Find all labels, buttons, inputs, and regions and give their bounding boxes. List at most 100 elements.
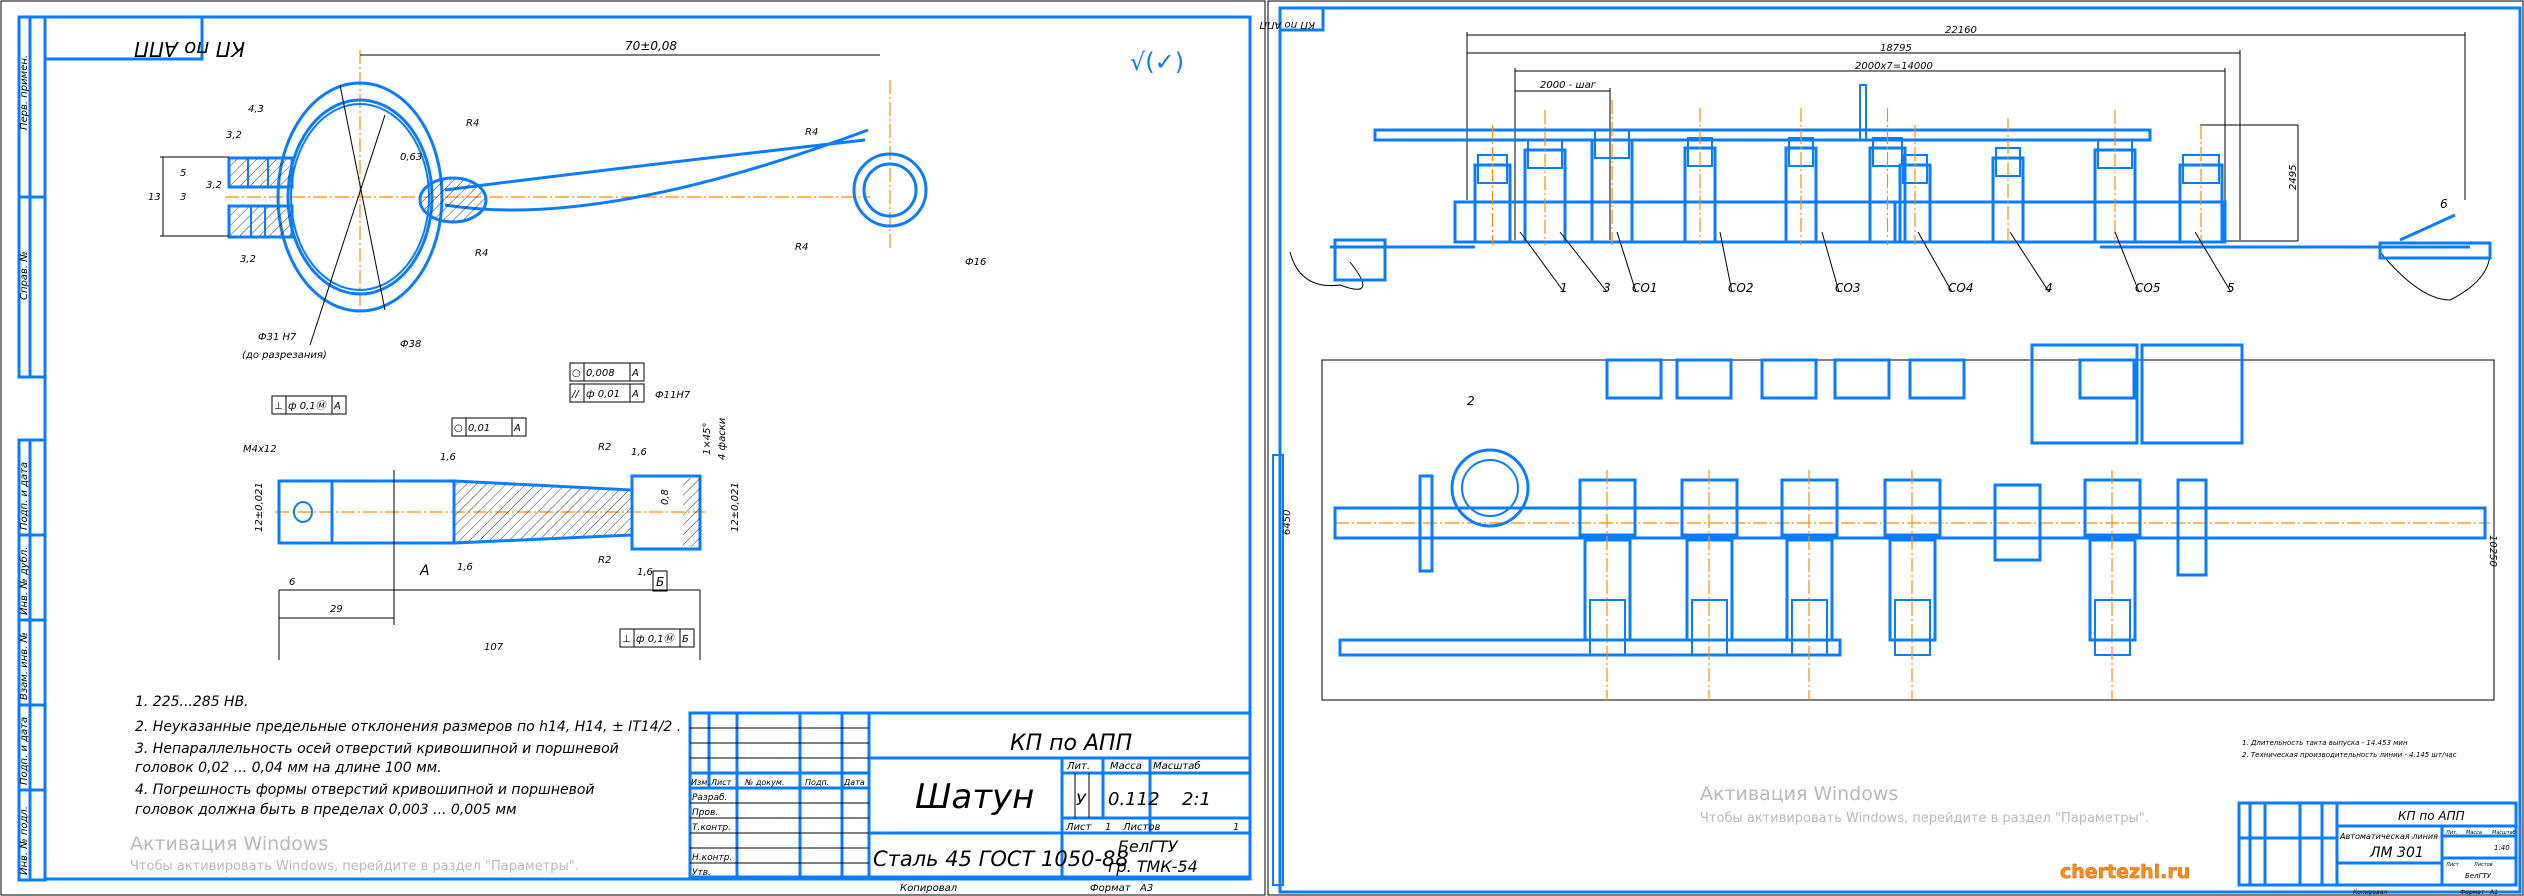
control-cabinet (1605, 358, 1663, 400)
position-label: 3 (1603, 281, 1611, 295)
dim-small-bore-side: Ф11H7 (655, 390, 691, 401)
dim-4-3: 4,3 (248, 104, 264, 115)
line-plan-view: 2 6450 10250 (1282, 343, 2498, 701)
machining-head (2083, 470, 2142, 700)
stamp-model: ЛМ 301 (2369, 845, 2424, 861)
position-label: СО5 (2135, 281, 2160, 295)
mirrored-title: КП по АПП (1259, 19, 1315, 30)
margin-label: Инв. № дубл. (18, 547, 30, 615)
dim-pitch: 2000 - шаг (1540, 80, 1597, 91)
line-elevation-view: 22160 18795 2000х7=14000 2000 - шаг 2495… (1289, 25, 2492, 301)
stamp-scale: 2:1 (1182, 789, 1211, 810)
dim-5: 5 (180, 168, 186, 179)
position-label: 5 (2227, 281, 2235, 295)
roughness-1-6: 1,6 (440, 452, 456, 463)
roughness-1-6: 1,6 (637, 567, 653, 578)
tolerance-cell: ○ (572, 368, 581, 379)
activation-title: Активация Windows (1700, 783, 1898, 805)
machine-unit (1473, 125, 1512, 245)
tolerance-cell: A (333, 401, 341, 412)
stamp-mass: 0.112 (1108, 789, 1160, 810)
control-cabinet (2078, 358, 2136, 400)
margin-label: Подп. и дата (19, 462, 30, 530)
dim-r4: R4 (466, 118, 479, 129)
machine-unit (1868, 108, 1907, 245)
roughness-3-2: 3,2 (206, 180, 222, 191)
lift-column (1859, 84, 1867, 141)
activation-subtitle: Чтобы активировать Windows, перейдите в … (130, 859, 579, 874)
windows-activation-watermark: Активация Windows Чтобы активировать Win… (130, 783, 2149, 874)
note-line: 4. Погрешность формы отверстий кривошипн… (135, 782, 595, 798)
tolerance-cell: 0,01 (468, 423, 490, 434)
stamp-role: Разраб. (692, 793, 727, 803)
leader-line (1559, 231, 1608, 293)
leader-line (1519, 231, 1565, 293)
stamp-role: Н.контр. (692, 853, 732, 863)
note-1: 1. Длительность такта выпуска - 14.453 м… (2242, 739, 2408, 747)
activation-title: Активация Windows (130, 833, 328, 855)
machine-unit (1784, 108, 1818, 245)
dim-r4: R4 (805, 127, 818, 138)
stamp-scale: 1:40 (2494, 844, 2510, 852)
position-label-6: 6 (2440, 197, 2448, 211)
stamp-header: Дата (843, 778, 865, 787)
stamp-sheet: 1 (1105, 822, 1111, 833)
stamp-header: № докум. (744, 778, 784, 787)
stamp-scale-label: Масштаб (2492, 830, 2516, 836)
note-2: 2. Техническая производительность линии … (2242, 751, 2457, 759)
turnover-unit (1993, 483, 2042, 562)
roughness-1-6: 1,6 (631, 447, 647, 458)
note-line: 3. Непараллельность осей отверстий криво… (135, 741, 619, 757)
right-frame (1278, 6, 2522, 894)
stamp-mass-label: Масса (2466, 830, 2482, 836)
stamp-scale-label: Масштаб (1153, 760, 1201, 772)
position-label-2: 2 (1467, 394, 1475, 408)
dim-r4: R4 (475, 248, 488, 259)
roughness-3-2: 3,2 (240, 254, 256, 265)
roughness-0-63: 0,63 (400, 152, 422, 163)
dim-thread: M4x12 (243, 444, 277, 455)
stamp-material: Сталь 45 ГОСТ 1050-88 (873, 847, 1129, 871)
right-margin-strip (1272, 454, 1284, 886)
thread-hole (293, 501, 313, 523)
leader-line (1917, 231, 1953, 293)
dim-center-distance: 70±0,08 (625, 39, 677, 53)
roughness-symbol: √(✓) (1130, 48, 1184, 76)
machining-head (1883, 470, 1942, 700)
leader-line (2114, 231, 2140, 293)
dim-r2: R2 (598, 442, 611, 453)
stamp-copied: Копировал (2353, 889, 2387, 896)
dim-6: 6 (289, 577, 295, 588)
rod-section (418, 176, 488, 224)
dim-big-bore-note: (до разрезания) (242, 350, 327, 361)
datum-a: A (419, 563, 430, 579)
site-watermark: chertezhi.ru (2060, 861, 2190, 883)
left-margin-box-bottom (17, 438, 47, 882)
machine-unit (1683, 108, 1717, 245)
note-line: 2. Неуказанные предельные отклонения раз… (135, 719, 681, 735)
dim-big-outer: Ф38 (400, 339, 421, 350)
machine-unit (1991, 118, 2025, 245)
stamp-header: Изм. (691, 778, 710, 787)
dim-small-bore: Ф16 (965, 257, 986, 268)
stamp-org: БелГТУ (1118, 837, 1179, 856)
stamp-role: Т.контр. (692, 823, 731, 833)
position-label: СО2 (1728, 281, 1753, 295)
side-taper-section (452, 479, 634, 545)
machine-unit (2093, 110, 2137, 245)
title-block-right: КП по АПП Автоматическая линия ЛМ 301 Ли… (2237, 801, 2518, 896)
tolerance-cell: 0,008 (586, 368, 615, 379)
stamp-name: Автоматическая линия (2339, 832, 2438, 841)
tolerance-cell: A (513, 423, 521, 434)
note-line: головок 0,02 ... 0,04 мм на длине 100 мм… (135, 760, 442, 776)
leader-line (2194, 231, 2232, 293)
machining-head (1680, 470, 1739, 700)
stamp-lit: У (1076, 790, 1087, 809)
dim-plan-left: 6450 (1282, 510, 1293, 535)
stamp-sheets-label: Листов (2473, 862, 2493, 868)
stamp-sheets: 1 (1233, 822, 1239, 833)
margin-label: Перв. примен. (19, 55, 30, 130)
